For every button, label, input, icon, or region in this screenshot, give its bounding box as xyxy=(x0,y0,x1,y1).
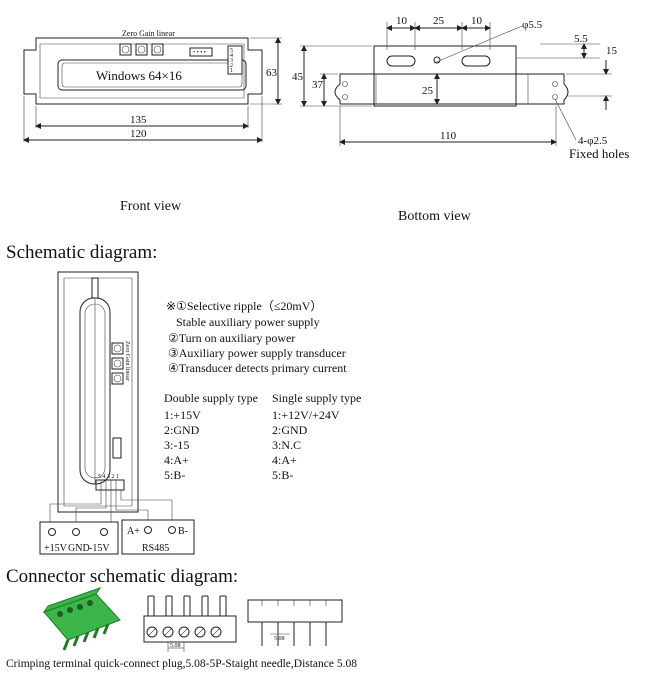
single-row: 2:GND xyxy=(272,423,308,437)
window-text: Windows 64×16 xyxy=(96,68,182,83)
bottom-body xyxy=(373,45,517,107)
bottom-flange xyxy=(334,73,569,105)
svg-text:2: 2 xyxy=(230,63,233,69)
svg-text:1: 1 xyxy=(230,68,233,74)
dim-15: 15 xyxy=(606,45,618,57)
dim-45: 45 xyxy=(292,71,304,83)
pin-table: Double supply type Single supply type 1:… xyxy=(164,391,361,482)
dim-phi55: φ5.5 xyxy=(522,19,543,31)
plug-front-drawing: 5.08 xyxy=(143,595,237,652)
single-row: 5:B- xyxy=(272,468,293,482)
single-row: 4:A+ xyxy=(272,453,297,467)
note-5: ④Transducer detects primary current xyxy=(168,361,347,375)
dim-5-5: 5.5 xyxy=(574,33,588,45)
schematic-connector xyxy=(95,479,125,491)
schematic-wiring: +15V GND -15V A+ B- RS485 xyxy=(39,490,195,555)
single-row: 1:+12V/+24V xyxy=(272,408,340,422)
double-row: 5:B- xyxy=(164,468,185,482)
bottom-view: φ5.5 10 25 10 5.5 15 45 37 25 xyxy=(292,15,629,224)
dim-10a: 10 xyxy=(396,15,408,27)
pitch-label-front: 5.08 xyxy=(170,643,181,649)
dim-holes: 4-φ2.5 xyxy=(578,135,608,147)
double-row: 4:A+ xyxy=(164,453,189,467)
rs485-label: RS485 xyxy=(142,543,169,554)
rs485-a-label: A+ xyxy=(127,526,140,537)
dim-25-mid: 25 xyxy=(422,85,434,97)
connector-heading: Connector schematic diagram: xyxy=(6,566,238,587)
front-top-label: Zero Gain linear xyxy=(122,29,175,38)
rs485-box xyxy=(121,519,195,555)
dim-25-top: 25 xyxy=(433,15,445,27)
header-side-drawing: 5.08 xyxy=(247,599,343,646)
note-3: ②Turn on auxiliary power xyxy=(168,331,295,345)
schematic-pin-labels: 5 4 3 2 1 xyxy=(98,474,119,480)
power-label-gnd: GND xyxy=(68,543,90,554)
svg-text:• • • •: • • • • xyxy=(193,50,206,56)
schematic-heading: Schematic diagram: xyxy=(6,242,157,263)
dim-120: 120 xyxy=(130,128,147,140)
dim-110: 110 xyxy=(440,130,457,142)
window-rect xyxy=(57,59,247,91)
schematic-device: Zero Gain linear 5 4 3 2 1 xyxy=(57,271,139,513)
double-header: Double supply type xyxy=(164,391,258,405)
single-row: 3:N.C xyxy=(272,438,301,452)
dim-135: 135 xyxy=(130,114,147,126)
front-view: Zero Gain linear • • • • Windows 64×16 5… xyxy=(23,29,282,214)
front-pin-labels: 5 4 3 2 1 xyxy=(230,48,233,74)
fixed-holes-label: Fixed holes xyxy=(569,146,629,161)
note-1: ※①Selective ripple（≤20mV） xyxy=(166,299,322,313)
dim-37: 37 xyxy=(312,79,324,91)
connector-caption: Crimping terminal quick-connect plug,5.0… xyxy=(6,658,357,670)
pitch-label-side: 5.08 xyxy=(274,636,285,642)
slot-right xyxy=(461,55,491,67)
svg-text:4: 4 xyxy=(230,53,233,59)
slot-left xyxy=(386,55,416,67)
svg-text:3: 3 xyxy=(230,58,233,64)
front-connector xyxy=(227,45,243,75)
schematic-side-label: Zero Gain linear xyxy=(124,341,130,381)
svg-text:5: 5 xyxy=(230,48,233,54)
note-4: ③Auxiliary power supply transducer xyxy=(168,346,346,360)
power-supply-box xyxy=(39,521,119,555)
front-view-caption: Front view xyxy=(120,199,182,214)
dim-10b: 10 xyxy=(471,15,483,27)
double-row: 1:+15V xyxy=(164,408,201,422)
rs485-b-label: B- xyxy=(178,526,188,537)
front-knobs: • • • • xyxy=(119,43,213,57)
double-row: 2:GND xyxy=(164,423,200,437)
dim-63: 63 xyxy=(266,67,278,79)
power-label-pos: +15V xyxy=(44,543,68,554)
green-plug-illustration xyxy=(42,587,121,651)
bottom-view-caption: Bottom view xyxy=(398,209,472,224)
double-row: 3:-15 xyxy=(164,438,189,452)
single-header: Single supply type xyxy=(272,391,361,405)
phi-hole xyxy=(433,56,441,64)
note-2: Stable auxiliary power supply xyxy=(176,315,320,329)
schematic-notes: ※①Selective ripple（≤20mV） Stable auxilia… xyxy=(166,299,347,375)
power-label-neg: -15V xyxy=(89,543,110,554)
